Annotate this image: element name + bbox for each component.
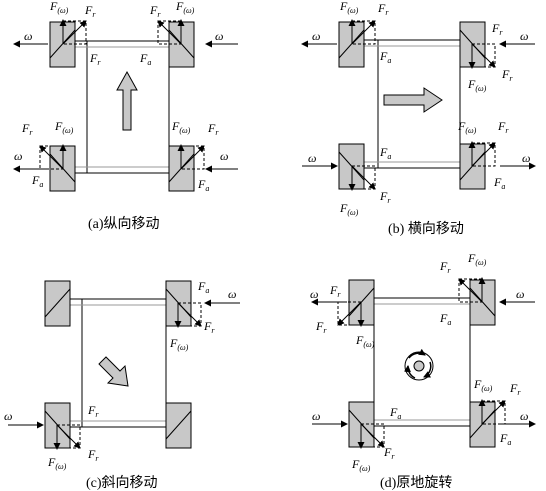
force-label-fa: Fa <box>197 279 209 295</box>
rotation-arrows <box>311 298 536 428</box>
force-label-fr: Fr <box>207 121 219 137</box>
force-label-fr: Fr <box>501 67 513 83</box>
direction-arrow-right <box>383 87 443 113</box>
force-label-fw: F(ω) <box>339 0 359 15</box>
force-label-fw: F(ω) <box>467 251 487 267</box>
rotation-arrows <box>301 40 536 170</box>
force-label-fr: Fr <box>89 51 101 67</box>
force-label-fr: Fr <box>149 3 161 19</box>
force-label-fr: Fr <box>491 21 503 37</box>
panel-b-lateral: ω ω ω ω F(ω) Fr Fa Fr Fr F(ω) F(ω) Fr Fa… <box>301 0 536 237</box>
rotation-arrows <box>8 299 240 429</box>
omega-label: ω <box>312 29 320 43</box>
force-label-fr: Fr <box>379 189 391 205</box>
force-label-fa: Fa <box>439 311 451 327</box>
labels: ω ω ω ω F(ω) Fr Fr F(ω) Fr Fa Fr F(ω) F(… <box>14 0 228 193</box>
force-label-fw: F(ω) <box>467 77 487 93</box>
force-label-fr: Fr <box>87 447 99 463</box>
chassis-frame <box>364 39 461 169</box>
chassis-frame <box>70 298 167 428</box>
omega-label: ω <box>522 151 530 165</box>
force-label-fw: F(ω) <box>457 119 477 135</box>
caption-c: (c)斜向移动 <box>86 475 158 491</box>
force-label-fa: Fa <box>139 51 151 67</box>
force-label-fr: Fr <box>497 119 509 135</box>
omega-label: ω <box>215 29 223 43</box>
force-label-fw: F(ω) <box>54 119 74 135</box>
omega-label: ω <box>24 29 32 43</box>
panel-c-diagonal: ω ω Fa Fr F(ω) Fr Fr F(ω) (c)斜向移动 <box>4 279 240 491</box>
omega-label: ω <box>220 149 228 163</box>
wheel-rear-right <box>165 402 192 449</box>
force-label-fr: Fr <box>439 259 451 275</box>
omega-label: ω <box>520 409 528 423</box>
chassis-frame <box>373 297 471 427</box>
force-label-fw: F(ω) <box>49 0 69 15</box>
force-label-fw: F(ω) <box>169 336 189 352</box>
force-label-fr: Fr <box>509 381 521 397</box>
omega-label: ω <box>312 409 320 423</box>
direction-arrow-diagonal <box>98 356 129 387</box>
force-label-fa: Fa <box>493 175 505 191</box>
force-label-fr: Fr <box>329 283 341 299</box>
force-label-fa: Fa <box>31 173 43 189</box>
force-label-fw: F(ω) <box>355 333 375 349</box>
panel-a-longitudinal: ω ω ω ω F(ω) Fr Fr F(ω) Fr Fa Fr F(ω) F(… <box>13 0 238 232</box>
wheel-front-left <box>44 280 71 327</box>
omega-label: ω <box>14 149 22 163</box>
force-label-fr: Fr <box>203 319 215 335</box>
omega-label: ω <box>228 287 236 301</box>
direction-arrow-up <box>116 70 138 131</box>
force-label-fr: Fr <box>383 445 395 461</box>
force-label-fw: F(ω) <box>351 457 371 473</box>
force-label-fa: Fa <box>389 405 401 421</box>
force-label-fw: F(ω) <box>171 119 191 135</box>
caption-a: (a)纵向移动 <box>88 216 160 232</box>
force-label-fr: Fr <box>87 403 99 419</box>
force-arrows <box>53 302 202 450</box>
force-label-fr: Fr <box>84 3 96 19</box>
force-arrows <box>348 19 496 191</box>
force-label-fw: F(ω) <box>47 455 67 471</box>
force-label-fw: F(ω) <box>175 0 195 15</box>
force-label-fw: F(ω) <box>339 201 359 217</box>
force-label-fr: Fr <box>377 1 389 17</box>
force-label-fa: Fa <box>499 431 511 447</box>
rotation-arrows <box>13 40 238 173</box>
labels: ω ω ω ω F(ω) Fr Fa Fr Fr F(ω) F(ω) Fr Fa… <box>308 0 530 217</box>
omega-label: ω <box>4 409 12 423</box>
rotation-symbol-icon <box>403 348 434 381</box>
force-label-fr: Fr <box>21 121 33 137</box>
force-label-fa: Fa <box>379 49 391 65</box>
caption-d: (d)原地旋转 <box>380 475 452 491</box>
caption-b: (b) 横向移动 <box>388 221 464 237</box>
force-arrows <box>337 277 506 449</box>
force-arrows <box>39 19 205 170</box>
force-label-fw: F(ω) <box>473 377 493 393</box>
labels: ω ω Fa Fr F(ω) Fr Fr F(ω) <box>4 279 236 471</box>
force-label-fr: Fr <box>315 319 327 335</box>
panel-d-rotation: ω ω ω ω Fr Fr F(ω) Fr F(ω) Fa F(ω) Fr Fa… <box>310 251 536 491</box>
force-label-fa: Fa <box>197 177 209 193</box>
omega-label: ω <box>516 287 524 301</box>
omega-label: ω <box>310 287 318 301</box>
force-label-fa: Fa <box>379 145 391 161</box>
chassis-frame <box>75 40 170 174</box>
labels: ω ω ω ω Fr Fr F(ω) Fr F(ω) Fa F(ω) Fr Fa… <box>310 251 528 473</box>
omega-label: ω <box>308 151 316 165</box>
omega-label: ω <box>520 29 528 43</box>
